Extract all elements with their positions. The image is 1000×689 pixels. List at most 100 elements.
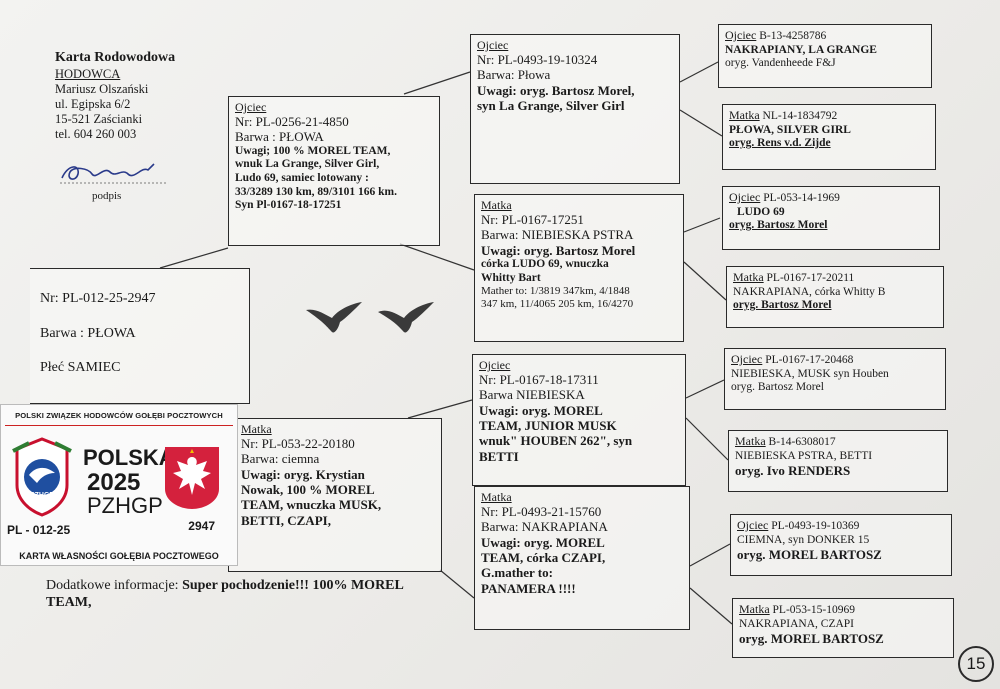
card-footer: KARTA WŁASNOŚCI GOŁĘBIA POCZTOWEGO <box>19 551 219 561</box>
breeder-header: Karta Rodowodowa HODOWCA Mariusz Olszańs… <box>55 50 175 142</box>
great-grandparent-4-box: Matka PL-0167-17-20211 NAKRAPIANA, córka… <box>726 266 944 328</box>
gg4-ring-number: PL-0167-17-20211 <box>763 272 855 284</box>
gg2-color: PŁOWA, SILVER GIRL <box>729 123 851 136</box>
mother-notes-4: BETTI, CZAPI, <box>241 512 331 528</box>
gg3-origin: oryg. Bartosz Morel <box>729 219 828 232</box>
gg1-color: NAKRAPIANY, LA GRANGE <box>725 43 877 56</box>
great-grandparent-6-box: Matka B-14-6308017 NIEBIESKA PSTRA, BETT… <box>728 430 948 492</box>
gg4-color: NAKRAPIANA, córka Whitty B <box>733 285 886 298</box>
mgm-notes-2: TEAM, córka CZAPI, <box>481 550 606 566</box>
gg3-ring-number: PL-053-14-1969 <box>760 192 840 204</box>
gg5-origin: oryg. Bartosz Morel <box>731 381 824 394</box>
pgm-color: Barwa: NIEBIESKA PSTRA <box>481 227 634 243</box>
gg7-color: CIEMNA, syn DONKER 15 <box>737 533 870 546</box>
breeder-label: HODOWCA <box>55 66 121 81</box>
card-org: PZHGP <box>87 493 163 518</box>
polish-eagle-emblem-icon <box>165 447 219 509</box>
mother-notes-2: Nowak, 100 % MOREL <box>241 482 375 498</box>
father-role: Ojciec <box>235 100 267 114</box>
page-number: 15 <box>958 646 994 682</box>
subject-box: Nr: PL-012-25-2947 Barwa : PŁOWA Płeć SA… <box>30 268 250 404</box>
card-ring-prefix: PL - 012-25 <box>7 523 71 537</box>
gg5-role: Ojciec <box>731 352 763 366</box>
mgm-notes-3: G.mather to: <box>481 565 553 581</box>
gg2-origin: oryg. Rens v.d. Zijde <box>729 137 831 150</box>
gg4-origin: oryg. Bartosz Morel <box>733 299 832 312</box>
card-year: 2025 <box>87 469 141 496</box>
mgm-role: Matka <box>481 490 512 504</box>
breeder-city: 15-521 Zaścianki <box>55 111 143 126</box>
gg3-color: LUDO 69 <box>737 205 785 218</box>
maternal-grandmother-box: Matka Nr: PL-0493-21-15760 Barwa: NAKRAP… <box>474 486 690 630</box>
gg8-color: NAKRAPIANA, CZAPI <box>739 617 855 630</box>
great-grandparent-3-box: Ojciec PL-053-14-1969 LUDO 69 oryg. Bart… <box>722 186 940 250</box>
ownership-card: POLSKI ZWIĄZEK HODOWCÓW GOŁĘBI POCZTOWYC… <box>0 404 238 566</box>
gg1-role: Ojciec <box>725 28 757 42</box>
gg5-ring-number: PL-0167-17-20468 <box>762 354 854 366</box>
gg8-origin: oryg. MOREL BARTOSZ <box>739 631 884 647</box>
additional-info-value-2: TEAM, <box>46 594 92 610</box>
mother-color: Barwa: ciemna <box>241 451 320 467</box>
mgf-notes-2: TEAM, JUNIOR MUSK <box>479 418 617 434</box>
gg4-role: Matka <box>733 270 764 284</box>
mgm-notes-1: Uwagi: oryg. MOREL <box>481 534 605 550</box>
gg1-ring-number: B-13-4258786 <box>756 30 827 42</box>
mgf-notes-1: Uwagi: oryg. MOREL <box>479 402 603 418</box>
gg6-ring-number: B-14-6308017 <box>765 436 836 448</box>
subject-color: Barwa : PŁOWA <box>40 325 136 341</box>
gg6-origin: oryg. Ivo RENDERS <box>735 463 851 479</box>
gg6-color: NIEBIESKA PSTRA, BETTI <box>735 449 873 462</box>
pigeon-icons <box>306 302 434 333</box>
gg6-role: Matka <box>735 434 766 448</box>
gg8-role: Matka <box>739 602 770 616</box>
gg3-role: Ojciec <box>729 190 761 204</box>
father-notes-2: wnuk La Grange, Silver Girl, <box>235 158 380 171</box>
mgf-notes-3: wnuk" HOUBEN 262", syn <box>479 433 633 449</box>
additional-info: Dodatkowe informacje: Super pochodzenie!… <box>46 578 466 612</box>
subject-sex: Płeć SAMIEC <box>40 360 121 376</box>
father-notes-5: Syn Pl-0167-18-17251 <box>235 199 342 212</box>
signature-image <box>60 163 166 184</box>
father-ring-number: Nr: PL-0256-21-4850 <box>235 114 349 130</box>
pgf-color: Barwa: Płowa <box>477 67 551 83</box>
mgf-ring-number: Nr: PL-0167-18-17311 <box>479 372 599 388</box>
mother-role: Matka <box>241 422 272 436</box>
card-country: POLSKA <box>83 445 175 470</box>
pgm-notes-5: 347 km, 11/4065 205 km, 16/4270 <box>481 298 634 311</box>
card-org-title: POLSKI ZWIĄZEK HODOWCÓW GOŁĘBI POCZTOWYC… <box>15 411 223 420</box>
pgm-notes-3: Whitty Bart <box>481 271 541 284</box>
signature-label: podpis <box>92 190 122 202</box>
additional-info-label: Dodatkowe informacje: <box>46 578 183 593</box>
gg8-ring-number: PL-053-15-10969 <box>769 604 855 616</box>
great-grandparent-8-box: Matka PL-053-15-10969 NAKRAPIANA, CZAPI … <box>732 598 954 658</box>
pzhgp-logo-text: PZHGP <box>30 492 54 499</box>
gg1-origin: oryg. Vandenheede F&J <box>725 57 836 70</box>
father-color: Barwa : PŁOWA <box>235 129 324 145</box>
pgm-notes-2: córka LUDO 69, wnuczka <box>481 258 609 271</box>
pgf-role: Ojciec <box>477 38 509 52</box>
great-grandparent-5-box: Ojciec PL-0167-17-20468 NIEBIESKA, MUSK … <box>724 348 946 410</box>
father-notes-3: Ludo 69, samiec lotowany : <box>235 171 369 184</box>
gg7-origin: oryg. MOREL BARTOSZ <box>737 547 882 563</box>
gg5-color: NIEBIESKA, MUSK syn Houben <box>731 367 889 380</box>
mother-notes-3: TEAM, wnuczka MUSK, <box>241 497 382 513</box>
father-notes-4: 33/3289 130 km, 89/3101 166 km. <box>235 185 397 198</box>
great-grandparent-1-box: Ojciec B-13-4258786 NAKRAPIANY, LA GRANG… <box>718 24 932 88</box>
gg7-ring-number: PL-0493-19-10369 <box>768 520 860 532</box>
pgf-notes-2: syn La Grange, Silver Girl <box>477 98 625 114</box>
mgm-ring-number: Nr: PL-0493-21-15760 <box>481 504 602 520</box>
great-grandparent-2-box: Matka NL-14-1834792 PŁOWA, SILVER GIRL o… <box>722 104 936 170</box>
mgf-color: Barwa NIEBIESKA <box>479 387 585 403</box>
breeder-name: Mariusz Olszański <box>55 81 149 96</box>
mgm-color: Barwa: NAKRAPIANA <box>481 519 608 535</box>
mgm-notes-4: PANAMERA !!!! <box>481 580 576 596</box>
gg2-ring-number: NL-14-1834792 <box>759 110 838 122</box>
pgf-notes-1: Uwagi: oryg. Bartosz Morel, <box>477 82 635 98</box>
mother-ring-number: Nr: PL-053-22-20180 <box>241 436 355 452</box>
pzhgp-logo-icon: PZHGP <box>12 437 72 517</box>
paternal-grandmother-box: Matka Nr: PL-0167-17251 Barwa: NIEBIESKA… <box>474 194 684 342</box>
great-grandparent-7-box: Ojciec PL-0493-19-10369 CIEMNA, syn DONK… <box>730 514 952 576</box>
subject-ring-number: Nr: PL-012-25-2947 <box>40 291 156 306</box>
pgm-role: Matka <box>481 198 512 212</box>
